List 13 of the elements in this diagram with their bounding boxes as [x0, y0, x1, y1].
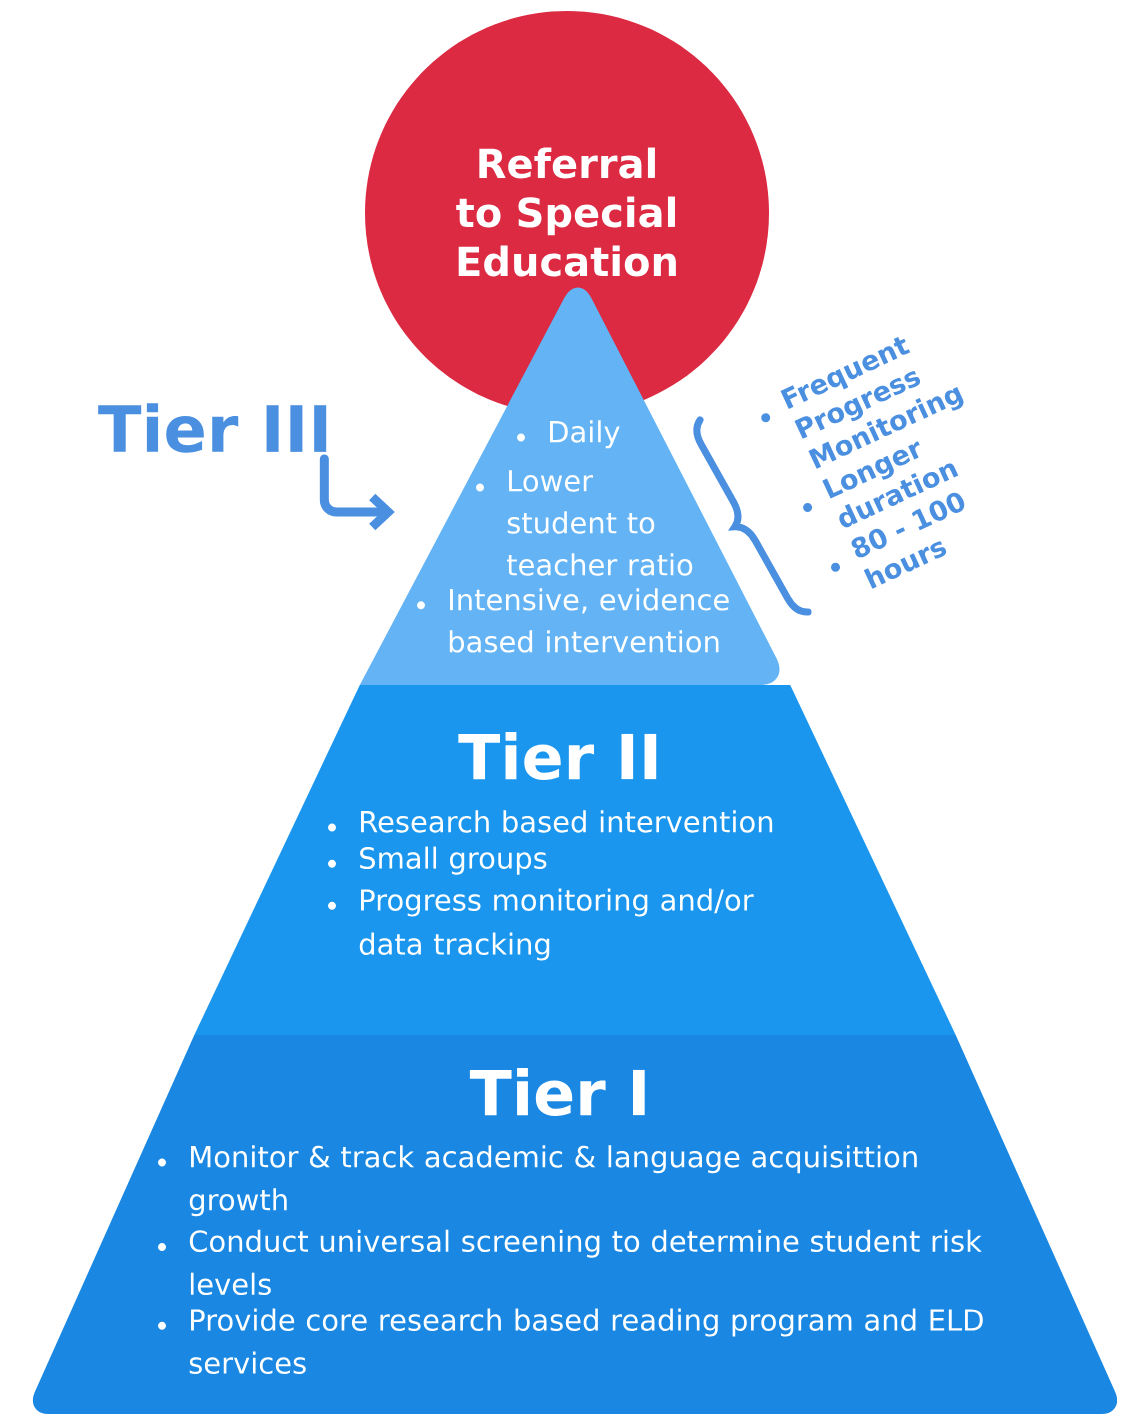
bullet-item: Conduct universal screening to determine student risk levels — [158, 1229, 982, 1296]
bullet-item: Provide core research based reading program and ELD services — [158, 1308, 983, 1374]
bullet-item: Small groups — [328, 846, 547, 875]
tier-heading: Tier III — [98, 403, 327, 453]
bullet-item: Daily — [517, 420, 620, 449]
bullet-item: Lower student to teacher ratio — [476, 470, 693, 576]
bullet-item: Intensive, evidence based intervention — [417, 588, 729, 653]
pyramid-tier: Tier I Monitor & track academic & language acquisittion growth Conduct universal screening to determine student risk levels Provide core research based reading program and ELD services — [32, 1035, 1118, 1414]
bullet-item: Research based intervention — [328, 810, 773, 833]
pyramid-tier — [359, 287, 780, 685]
bullet-item: Monitor & track academic & language acquisittion growth — [158, 1145, 917, 1217]
pyramid-tier: Tier II Research based intervention Small groups Progress monitoring and/or data tracking — [194, 685, 956, 1035]
bullet-item: Progress monitoring and/or data tracking — [328, 888, 754, 961]
